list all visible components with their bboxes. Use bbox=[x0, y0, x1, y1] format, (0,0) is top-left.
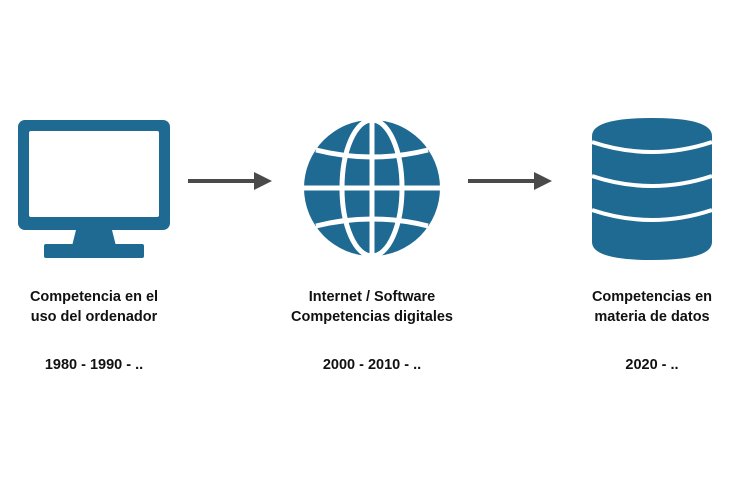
stage-label-computer: Competencia en el uso del ordenador bbox=[2, 287, 186, 327]
stage-label-internet: Internet / Software Competencias digital… bbox=[272, 287, 472, 327]
stage-label-line: materia de datos bbox=[594, 309, 710, 325]
stage-period: 1980 - 1990 - .. bbox=[44, 357, 144, 373]
stage-label-line: Internet / Software bbox=[308, 289, 436, 305]
stage-label-line: Competencia en el bbox=[29, 289, 159, 305]
stage-period: 2000 - 2010 - .. bbox=[322, 357, 422, 373]
stage-label-line: Competencias en bbox=[591, 289, 713, 305]
stage-label-line: uso del ordenador bbox=[30, 309, 158, 325]
database-icon bbox=[592, 118, 712, 260]
globe-icon bbox=[304, 118, 440, 258]
stage-label-line: Competencias digitales bbox=[291, 309, 453, 325]
stage-label-data: Competencias en materia de datos bbox=[560, 287, 744, 327]
arrow-right bbox=[468, 172, 552, 190]
arrow-right bbox=[188, 172, 272, 190]
monitor-icon bbox=[18, 120, 170, 258]
stage-period: 2020 - .. bbox=[625, 357, 679, 373]
